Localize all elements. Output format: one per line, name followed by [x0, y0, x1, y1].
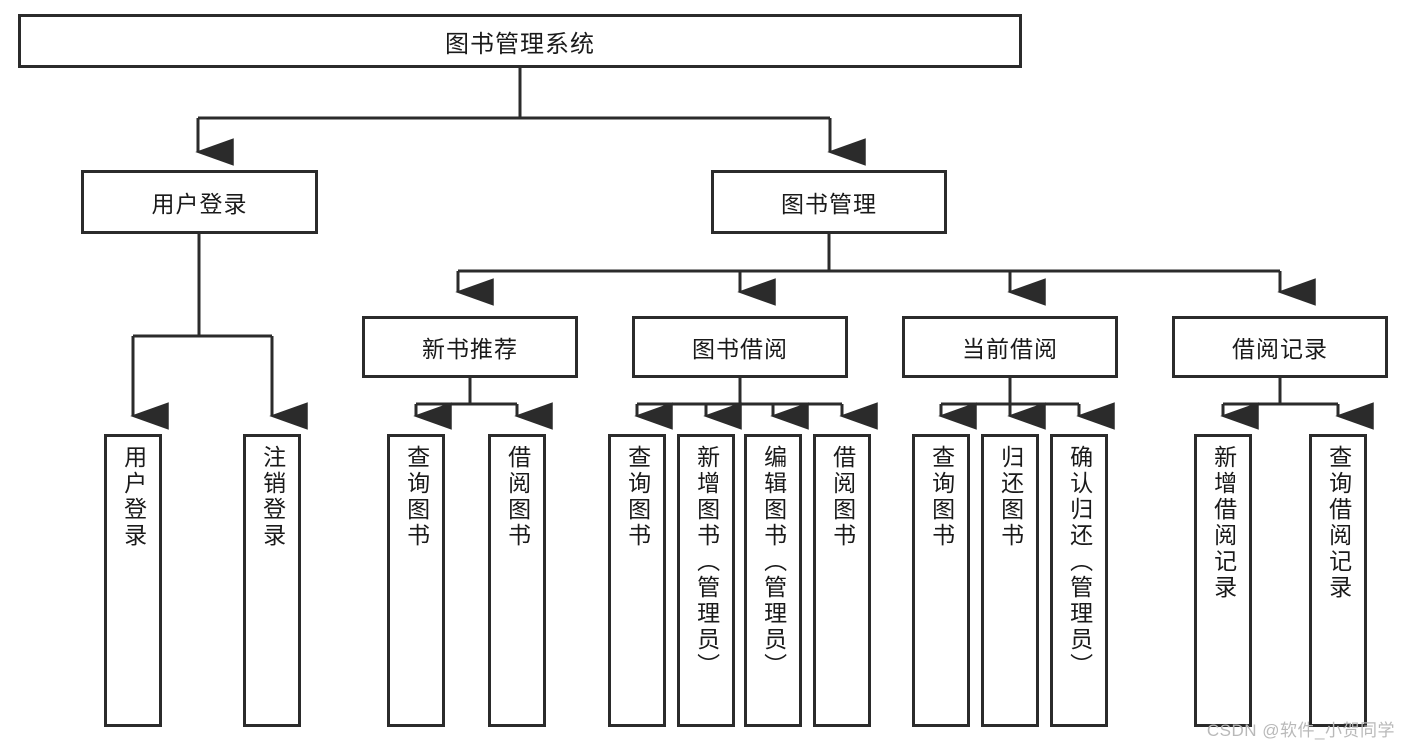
leaf-add-borrow-record[interactable]: 新增借阅记录 — [1194, 434, 1252, 727]
leaf-borrow-book-rec[interactable]: 借阅图书 — [488, 434, 546, 727]
leaf-label: 注销登录 — [259, 445, 286, 549]
leaf-label: 借阅图书 — [504, 445, 531, 549]
leaf-return-book[interactable]: 归还图书 — [981, 434, 1039, 727]
leaf-label: 查询图书 — [624, 445, 651, 549]
leaf-label: 编辑图书（管理员） — [760, 445, 787, 679]
leaf-label: 查询图书 — [928, 445, 955, 549]
leaf-label: 借阅图书 — [829, 445, 856, 549]
node-new-book-recommend[interactable]: 新书推荐 — [362, 316, 578, 378]
node-book-manage[interactable]: 图书管理 — [711, 170, 947, 234]
node-current-borrow[interactable]: 当前借阅 — [902, 316, 1118, 378]
leaf-label: 查询借阅记录 — [1325, 445, 1352, 601]
leaf-query-book-borrow[interactable]: 查询图书 — [608, 434, 666, 727]
leaf-query-book-rec[interactable]: 查询图书 — [387, 434, 445, 727]
leaf-label: 确认归还（管理员） — [1066, 445, 1093, 679]
leaf-label: 归还图书 — [997, 445, 1024, 549]
node-root-system[interactable]: 图书管理系统 — [18, 14, 1022, 68]
leaf-query-book-current[interactable]: 查询图书 — [912, 434, 970, 727]
leaf-borrow-book[interactable]: 借阅图书 — [813, 434, 871, 727]
leaf-label: 新增图书（管理员） — [693, 445, 720, 679]
leaf-edit-book[interactable]: 编辑图书（管理员） — [744, 434, 802, 727]
node-book-borrow[interactable]: 图书借阅 — [632, 316, 848, 378]
leaf-query-borrow-record[interactable]: 查询借阅记录 — [1309, 434, 1367, 727]
node-user-login[interactable]: 用户登录 — [81, 170, 318, 234]
watermark-text: CSDN @软件_小贺同学 — [1206, 721, 1395, 740]
leaf-user-logout[interactable]: 注销登录 — [243, 434, 301, 727]
node-borrow-record[interactable]: 借阅记录 — [1172, 316, 1388, 378]
leaf-label: 用户登录 — [120, 445, 147, 549]
leaf-user-login[interactable]: 用户登录 — [104, 434, 162, 727]
leaf-confirm-return[interactable]: 确认归还（管理员） — [1050, 434, 1108, 727]
leaf-add-book[interactable]: 新增图书（管理员） — [677, 434, 735, 727]
leaf-label: 新增借阅记录 — [1210, 445, 1237, 601]
leaf-label: 查询图书 — [403, 445, 430, 549]
